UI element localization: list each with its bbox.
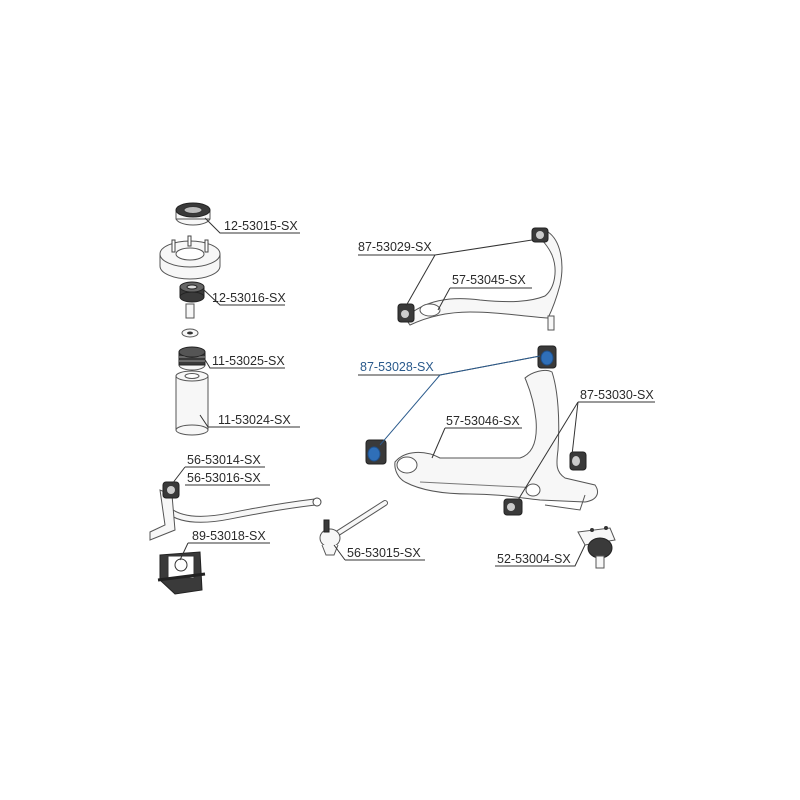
lower-arm-bushing-bottom xyxy=(503,498,523,516)
label-57-53045: 57-53045-SX xyxy=(452,273,526,287)
upper-arm-bushing-top xyxy=(531,227,549,243)
label-12-53016: 12-53016-SX xyxy=(212,291,286,305)
upper-control-arm-part xyxy=(397,227,563,331)
top-mount-assembly xyxy=(159,202,221,436)
spacer-sleeve-part xyxy=(185,303,195,319)
label-87-53029: 87-53029-SX xyxy=(358,240,432,254)
label-89-53018: 89-53018-SX xyxy=(192,529,266,543)
label-12-53015: 12-53015-SX xyxy=(224,219,298,233)
label-87-53030: 87-53030-SX xyxy=(580,388,654,402)
stab-link-bushing-part xyxy=(162,481,180,499)
label-11-53024: 11-53024-SX xyxy=(218,413,291,427)
tie-rod-end-part xyxy=(319,500,388,556)
bump-stop-part xyxy=(178,346,206,371)
label-56-53015: 56-53015-SX xyxy=(347,546,421,560)
lower-arm-bushing-front-highlighted xyxy=(537,345,557,369)
top-mount-bushing-part xyxy=(175,202,211,226)
stabilizer-bar-part xyxy=(149,481,322,541)
dust-boot-part xyxy=(175,370,209,436)
lower-arm-bushing-rear-highlighted xyxy=(365,439,387,465)
leader-lines xyxy=(171,217,655,567)
label-11-53025: 11-53025-SX xyxy=(212,354,285,368)
stab-bar-bushing-part xyxy=(157,551,206,595)
ball-joint-part xyxy=(577,526,616,569)
label-87-53028: 87-53028-SX xyxy=(360,360,434,374)
part-labels: 12-53015-SX 12-53016-SX 11-53025-SX 11-5… xyxy=(187,219,654,566)
lower-arm-bushing-right xyxy=(569,451,587,471)
label-56-53016: 56-53016-SX xyxy=(187,471,261,485)
upper-arm-bushing-front xyxy=(397,303,415,323)
lower-control-arm-part xyxy=(365,345,598,516)
label-57-53046: 57-53046-SX xyxy=(446,414,520,428)
washer-part xyxy=(181,328,199,338)
label-56-53014: 56-53014-SX xyxy=(187,453,261,467)
mount-bushing-part xyxy=(179,281,205,303)
label-52-53004: 52-53004-SX xyxy=(497,552,571,566)
mount-plate-part xyxy=(159,235,221,280)
